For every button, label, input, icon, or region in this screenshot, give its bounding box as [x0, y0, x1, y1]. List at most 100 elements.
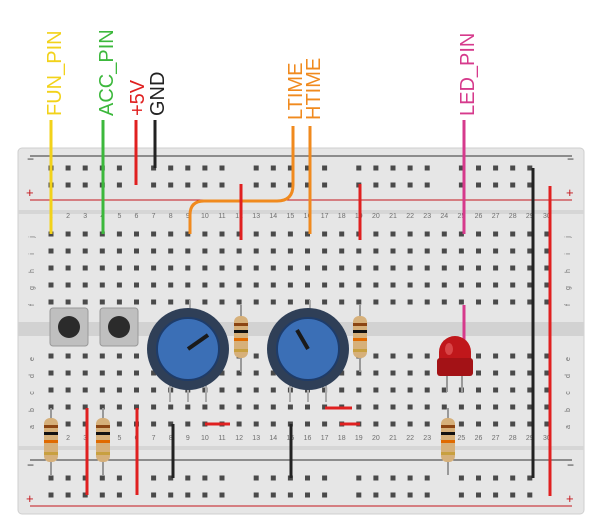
breadboard-hole: [476, 265, 481, 271]
breadboard-hole: [151, 492, 157, 498]
breadboard-hole: [270, 370, 276, 376]
breadboard-hole: [373, 265, 379, 271]
breadboard-hole: [510, 282, 516, 288]
breadboard-hole: [168, 421, 174, 427]
column-number-top: 13: [252, 213, 260, 220]
breadboard-hole: [116, 404, 122, 410]
breadboard-hole: [116, 282, 122, 288]
breadboard-hole: [356, 404, 362, 410]
breadboard-hole: [65, 370, 71, 376]
breadboard-hole: [527, 387, 533, 393]
column-number-bottom: 22: [406, 435, 414, 442]
column-number-top: 26: [475, 213, 483, 220]
breadboard-hole: [82, 353, 88, 359]
breadboard-hole: [253, 353, 259, 359]
breadboard-hole: [168, 299, 174, 305]
breadboard-hole: [424, 353, 430, 359]
breadboard-hole: [493, 282, 499, 288]
breadboard-hole: [322, 282, 328, 288]
label-ltime: LTIME: [285, 63, 307, 120]
breadboard-hole: [65, 248, 71, 254]
breadboard-hole: [510, 370, 516, 376]
breadboard-hole: [476, 370, 481, 376]
breadboard-hole: [441, 387, 447, 393]
column-number-bottom: 26: [475, 435, 483, 442]
column-number-bottom: 3: [83, 435, 87, 442]
breadboard-hole: [476, 387, 481, 393]
breadboard-hole: [65, 475, 71, 481]
breadboard-hole: [253, 421, 259, 427]
breadboard-hole: [270, 165, 276, 171]
column-number-top: 12: [235, 213, 243, 220]
row-letter-left: h: [29, 269, 36, 273]
breadboard-hole: [458, 248, 464, 254]
breadboard-hole: [65, 492, 71, 498]
column-number-top: 29: [526, 213, 534, 220]
breadboard-hole: [253, 299, 259, 305]
rail-sign-bottom-minus-right: −: [567, 458, 574, 472]
breadboard-hole: [202, 231, 208, 237]
breadboard-hole: [390, 299, 396, 305]
breadboard-hole: [390, 421, 396, 427]
breadboard-hole: [236, 231, 242, 237]
column-number-bottom: 27: [492, 435, 500, 442]
breadboard-hole: [202, 421, 208, 427]
breadboard-hole: [151, 387, 157, 393]
column-number-top: 22: [406, 213, 414, 220]
label-acc-pin: ACC_PIN: [96, 29, 118, 116]
breadboard-hole: [322, 421, 328, 427]
breadboard-hole: [82, 492, 88, 498]
breadboard-hole: [151, 282, 157, 288]
breadboard-hole: [151, 370, 157, 376]
breadboard-hole: [65, 165, 71, 171]
row-letter-right: d: [565, 374, 572, 378]
breadboard-hole: [168, 248, 174, 254]
breadboard-hole: [373, 387, 379, 393]
breadboard-hole: [236, 265, 242, 271]
breadboard-hole: [185, 231, 191, 237]
breadboard-hole: [202, 492, 208, 498]
breadboard-hole: [134, 353, 139, 359]
column-number-top: 3: [83, 213, 87, 220]
breadboard-hole: [116, 475, 122, 481]
breadboard-hole: [99, 248, 105, 254]
breadboard-hole: [544, 299, 550, 305]
breadboard-hole: [527, 248, 533, 254]
row-letter-right: g: [565, 286, 572, 290]
push-button-1[interactable]: [49, 307, 89, 347]
breadboard-hole: [305, 231, 310, 237]
breadboard-hole: [458, 475, 464, 481]
breadboard-hole: [219, 282, 225, 288]
column-number-top: 7: [152, 213, 156, 220]
breadboard-hole: [441, 265, 447, 271]
breadboard-hole: [287, 165, 293, 171]
breadboard-hole: [390, 353, 396, 359]
breadboard-hole: [65, 282, 71, 288]
breadboard-hole: [527, 231, 533, 237]
breadboard-hole: [458, 492, 464, 498]
rail-sign-bottom-plus-right: +: [566, 491, 574, 506]
breadboard-hole: [185, 404, 191, 410]
breadboard-hole: [270, 182, 276, 188]
breadboard-hole: [253, 492, 259, 498]
row-letter-right: b: [565, 408, 572, 412]
push-button-2[interactable]: [99, 307, 139, 347]
breadboard-hole: [424, 370, 430, 376]
breadboard-hole: [527, 421, 533, 427]
breadboard-hole: [510, 165, 516, 171]
breadboard-hole: [356, 387, 362, 393]
breadboard-hole: [219, 265, 225, 271]
breadboard-hole: [48, 265, 54, 271]
column-number-top: 9: [186, 213, 190, 220]
column-number-bottom: 5: [117, 435, 121, 442]
breadboard-hole: [544, 265, 550, 271]
breadboard-hole: [476, 248, 481, 254]
column-number-bottom: 28: [509, 435, 517, 442]
potentiometer-ltime[interactable]: [147, 300, 229, 402]
resistor-3: [44, 408, 58, 475]
breadboard-hole: [48, 387, 54, 393]
breadboard-hole: [48, 248, 54, 254]
potentiometer-htime[interactable]: [267, 300, 349, 402]
breadboard-hole: [48, 282, 54, 288]
